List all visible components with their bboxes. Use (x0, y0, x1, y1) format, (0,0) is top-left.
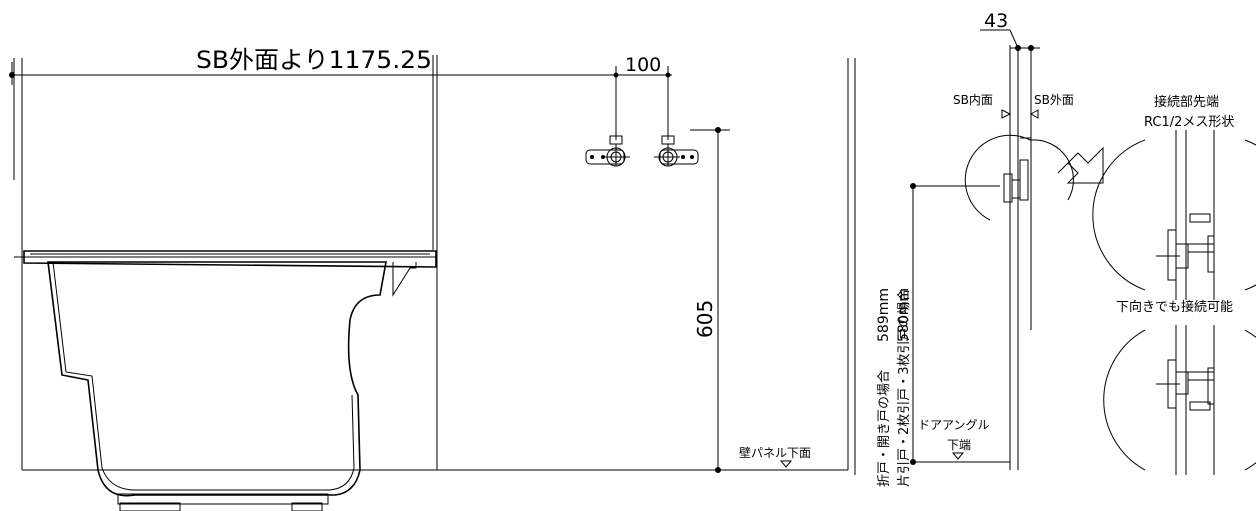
thread-spec-label: RC1/2メス形状 (1144, 115, 1234, 130)
side-section: 43 SB内面 SB外面 折戸・開き戸の場合 589mm 片引戸・2枚引戸 (876, 10, 1074, 487)
detail-callouts: 接続部先端 RC1/2メス形状 下向きでも接続可能 (1057, 94, 1256, 475)
overall-dimension-label: SB外面より1175.25 (196, 46, 432, 74)
case-hinged-label: 折戸・開き戸の場合 (877, 370, 892, 487)
sb-inner-label: SB内面 (953, 93, 993, 107)
connection-tip-label: 接続部先端 (1154, 94, 1219, 110)
height-605-label: 605 (693, 300, 717, 338)
dimension-dot (715, 127, 721, 133)
level-marker-icon (779, 460, 793, 468)
detail-circle-arc (964, 134, 1074, 221)
dimension-dot (715, 467, 721, 473)
arrow-right-icon (1057, 146, 1104, 184)
case-sliding-label: 片引戸・2枚引戸・3枚引戸の場合 (897, 288, 912, 487)
pipe-fitting-left (585, 135, 630, 167)
dimension-dot (665, 72, 671, 78)
downward-ok-label: 下向きでも接続可能 (1116, 299, 1233, 315)
leader-line (1009, 29, 1019, 49)
dimension-dot (613, 72, 619, 78)
dimension-dot (910, 183, 916, 189)
pipe-fitting-right (654, 135, 699, 167)
thickness-43-label: 43 (984, 10, 1008, 32)
pipe-spacing-label: 100 (625, 54, 661, 76)
section-pipe-fitting (1003, 137, 1031, 203)
height-589-label: 589mm (876, 288, 892, 342)
sb-inner-arrow-icon (1001, 109, 1012, 119)
sb-outer-label: SB外面 (1034, 93, 1074, 107)
detail-view-downward (1103, 325, 1256, 475)
detail-view-upward (1092, 130, 1256, 300)
door-angle-bottom-label: 下端 (947, 438, 971, 452)
bathtub (23, 250, 437, 511)
front-elevation: SB外面より1175.25 100 (9, 46, 856, 511)
door-angle-label: ドアアングル (918, 418, 990, 432)
height-580-label: 580mm (896, 288, 912, 342)
sb-outer-arrow-icon (1029, 109, 1039, 119)
panel-bottom-label: 壁パネル下面 (739, 445, 811, 460)
level-marker-icon (951, 452, 965, 460)
